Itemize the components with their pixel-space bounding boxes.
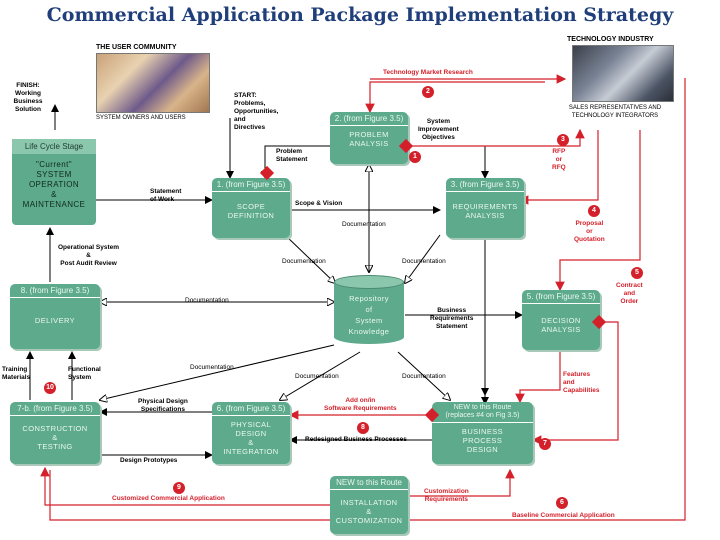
customized-application-label: Customized Commercial Application (112, 495, 225, 502)
step-number-8: 8 (357, 422, 369, 434)
page-title: Commercial Application Package Implement… (46, 4, 674, 26)
redesigned-processes-label: Redesigned Business Processes (305, 436, 407, 443)
community-header: THE USER COMMUNITY (96, 44, 177, 51)
community-caption: SYSTEM OWNERS AND USERS (96, 115, 186, 121)
documentation-label-1: Documentation (342, 221, 386, 228)
step-number-7: 7 (539, 438, 551, 450)
lifecycle-header: Life Cycle Stage (12, 139, 96, 154)
documentation-label-4: Documentation (185, 297, 229, 304)
industry-header: TECHNOLOGY INDUSTRY (567, 36, 654, 43)
operational-system-label: Operational System&Post Audit Review (58, 244, 120, 267)
installation-customization-box: NEW to this Route INSTALLATION&CUSTOMIZA… (330, 476, 408, 534)
user-community-photo (96, 53, 210, 113)
baseline-application-label: Baseline Commercial Application (512, 512, 615, 519)
documentation-label-7: Documentation (402, 373, 446, 380)
step-number-1: 1 (409, 151, 421, 163)
business-process-design-box: NEW to this Route(replaces #4 on Fig 3.5… (432, 402, 533, 464)
documentation-label-3: Documentation (402, 258, 446, 265)
delivery-box: 8. (from Figure 3.5) DELIVERY (10, 284, 100, 349)
documentation-label-6: Documentation (295, 373, 339, 380)
documentation-label-5: Documentation (190, 364, 234, 371)
design-prototypes-label: Design Prototypes (120, 457, 178, 464)
step-number-9: 9 (173, 482, 185, 494)
step-number-6: 6 (556, 497, 568, 509)
technology-industry-photo (572, 45, 674, 102)
documentation-label-2: Documentation (282, 258, 326, 265)
construction-testing-box: 7-b. (from Figure 3.5) CONSTRUCTION&TEST… (10, 402, 100, 464)
market-research-label: Technology Market Research (383, 69, 473, 76)
scope-vision-label: Scope & Vision (295, 200, 343, 207)
step-number-3: 3 (557, 134, 569, 146)
step-number-10: 10 (44, 382, 56, 394)
step-number-4: 4 (588, 205, 600, 217)
step-number-2: 2 (422, 86, 434, 98)
step-number-5: 5 (631, 267, 643, 279)
